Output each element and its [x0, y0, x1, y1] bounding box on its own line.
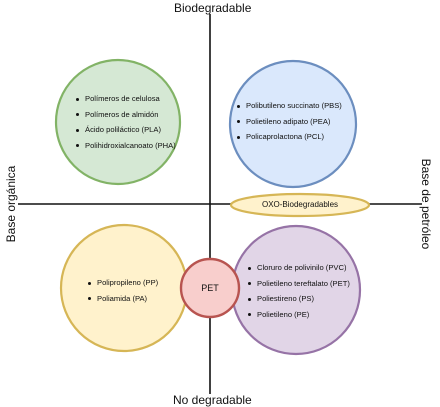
axis-label-left: Base orgánica [4, 165, 18, 243]
list-bottom-left: Polipropileno (PP) Poliamida (PA) [88, 275, 158, 306]
list-item: Polímeros de celulosa [76, 91, 176, 107]
oxo-ellipse [229, 192, 371, 218]
list-item: Polietileno tereftalato (PET) [248, 276, 350, 292]
list-item: Cloruro de polivinilo (PVC) [248, 260, 350, 276]
list-bottom-right: Cloruro de polivinilo (PVC) Polietileno … [248, 260, 350, 322]
list-top-left: Polímeros de celulosa Polímeros de almid… [76, 91, 176, 153]
axis-label-top: Biodegradable [174, 1, 252, 15]
circle-top-right [228, 59, 358, 189]
list-item: Poliamida (PA) [88, 291, 158, 307]
list-item: Ácido poliláctico (PLA) [76, 122, 176, 138]
list-item: Polietileno (PE) [248, 307, 350, 323]
oxo-label: OXO-Biodegradables [261, 200, 339, 209]
list-item: Policaprolactona (PCL) [237, 129, 342, 145]
list-item: Polibutileno succinato (PBS) [237, 98, 342, 114]
axis-label-right: Base de petróleo [419, 158, 433, 250]
pet-circle [179, 257, 241, 319]
list-item: Polietileno adipato (PEA) [237, 114, 342, 130]
list-item: Polímeros de almidón [76, 107, 176, 123]
pet-label: PET [201, 283, 219, 293]
list-item: Polipropileno (PP) [88, 275, 158, 291]
list-item: Polihidroxialcanoato (PHA) [76, 138, 176, 154]
list-top-right: Polibutileno succinato (PBS) Polietileno… [237, 98, 342, 145]
axis-label-bottom: No degradable [173, 393, 252, 407]
circle-top-left [54, 58, 182, 186]
list-item: Poliestireno (PS) [248, 291, 350, 307]
